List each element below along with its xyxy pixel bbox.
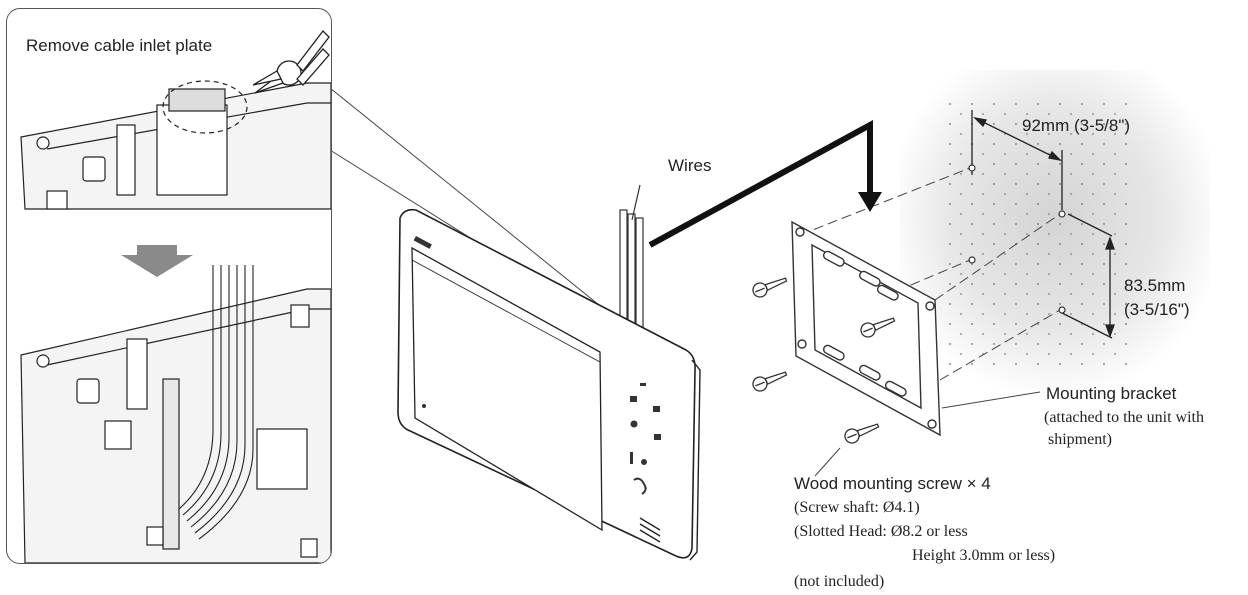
bracket-title-label: Mounting bracket [1046, 384, 1177, 403]
bracket-note-line1: (attached to the unit with [1044, 409, 1204, 426]
scissors-icon [252, 30, 330, 94]
height-dimension-in-label: (3-5/16") [1124, 300, 1190, 319]
bottom-device-view [20, 288, 331, 563]
head-height-label: Height 3.0mm or less) [912, 547, 1056, 564]
screw-shaft-label: (Screw shaft: Ø4.1) [794, 499, 920, 516]
screws [752, 277, 896, 444]
width-dimension-label: 92mm (3-5/8") [1022, 116, 1131, 135]
top-device-view [20, 80, 331, 210]
monitor-buttons [630, 383, 661, 495]
speaker-grille-icon [639, 517, 661, 543]
slotted-head-label: (Slotted Head: Ø8.2 or less [794, 523, 968, 540]
wall-holes [968, 164, 1066, 314]
insert-arrow [648, 119, 882, 248]
inset-panel [6, 8, 332, 564]
down-arrow-icon [121, 245, 193, 277]
wires [619, 184, 644, 336]
not-included-label: (not included) [794, 573, 885, 590]
monitor-unit [397, 208, 701, 561]
screw-title-label: Wood mounting screw × 4 [794, 474, 991, 493]
inset-illustration [20, 30, 331, 563]
bracket-note-line2: shipment) [1048, 431, 1112, 448]
inset-cables [178, 265, 254, 540]
wires-label: Wires [668, 156, 712, 175]
height-dimension-mm-label: 83.5mm [1124, 276, 1186, 295]
remove-plate-label: Remove cable inlet plate [26, 36, 213, 55]
dimension-lines [971, 110, 1115, 339]
